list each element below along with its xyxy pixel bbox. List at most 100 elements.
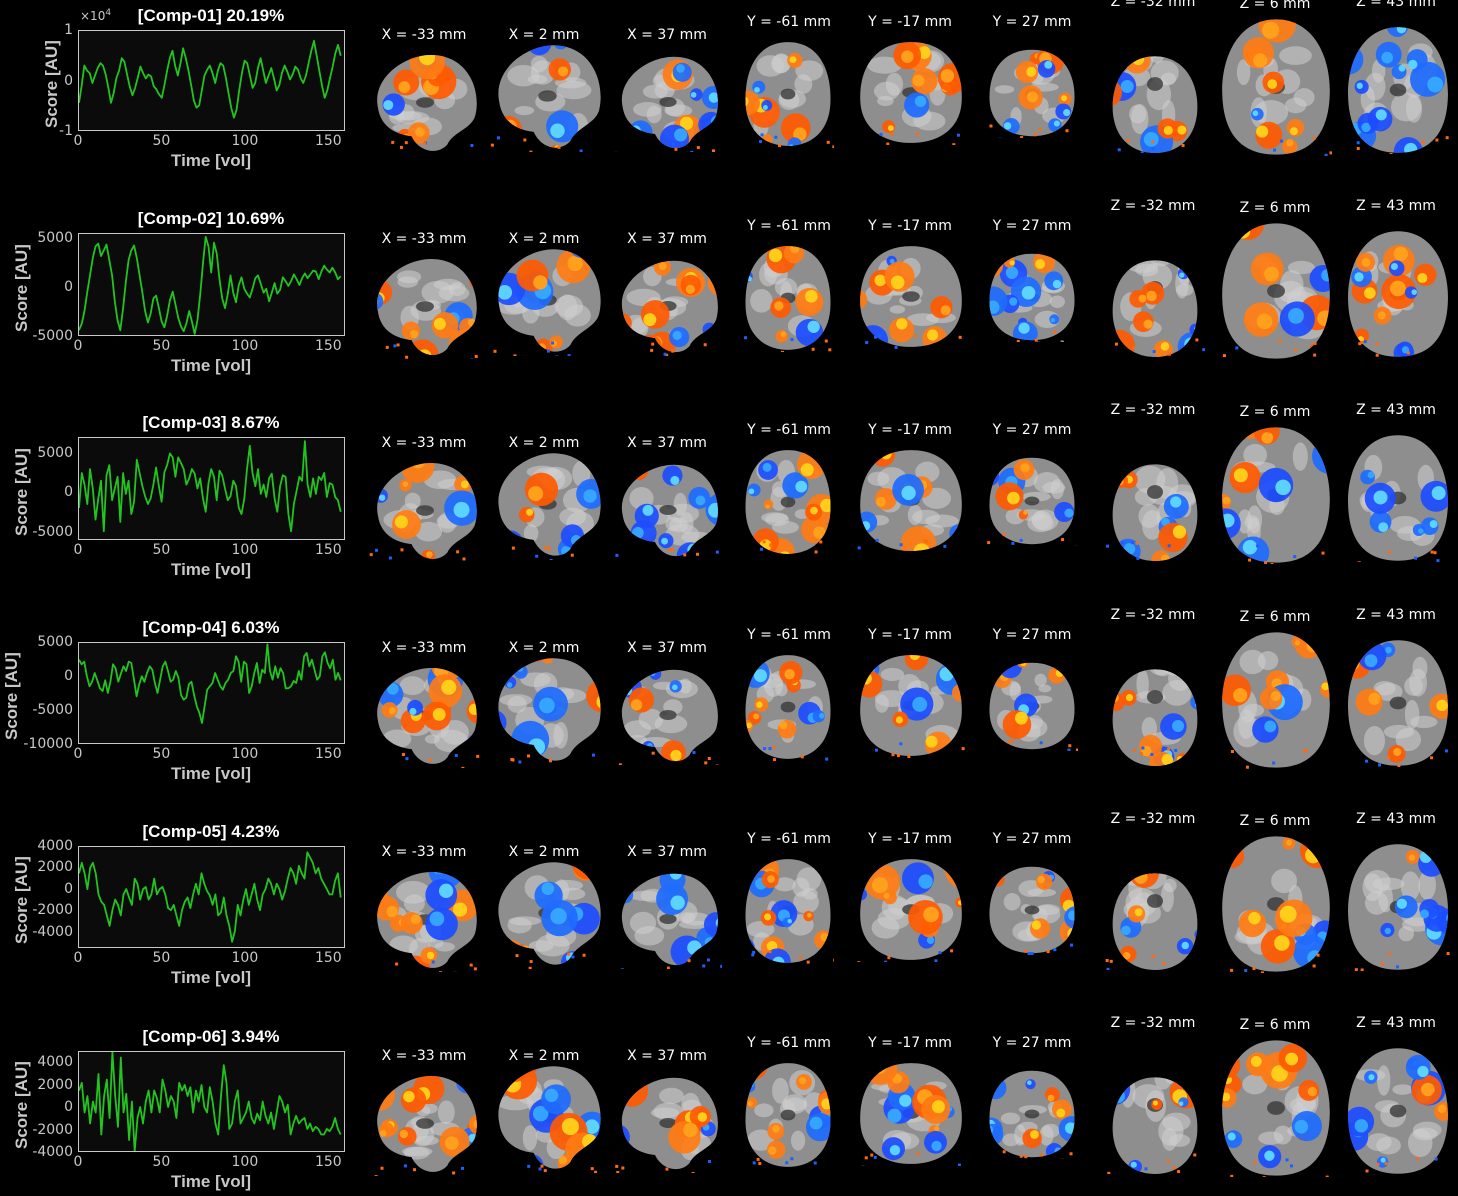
stray-voxel: [400, 548, 404, 552]
brain-slice: [1222, 19, 1335, 159]
stray-voxel: [1033, 133, 1037, 137]
negative-peak: [1064, 508, 1074, 518]
positive-activation: [585, 679, 601, 713]
brain-detail: [1222, 1043, 1322, 1169]
x-tick-label: 0: [73, 1154, 83, 1170]
stray-voxel: [1106, 544, 1110, 548]
brain-slice-panel: [986, 661, 1079, 755]
stray-voxel: [1139, 752, 1143, 756]
y-tick-label: 0: [64, 1099, 73, 1116]
negative-peak: [647, 743, 653, 749]
brain-slice-panel: [986, 252, 1078, 346]
negative-activation: [745, 1080, 756, 1093]
stray-voxel: [1324, 153, 1328, 157]
positive-peak: [1014, 711, 1028, 725]
stray-voxel: [763, 747, 767, 751]
negative-peak: [490, 723, 497, 734]
positive-peak: [402, 481, 409, 487]
stray-voxel: [461, 766, 465, 770]
positive-peak: [1222, 1059, 1231, 1071]
negative-peak: [1064, 1122, 1075, 1134]
stray-voxel: [720, 964, 724, 968]
stray-voxel: [1131, 345, 1135, 349]
positive-activation: [1253, 427, 1280, 445]
slice-coordinate-label: X = -33 mm: [381, 844, 467, 860]
positive-peak: [410, 914, 421, 925]
ventricle: [1389, 83, 1407, 97]
timeseries-plot: [78, 846, 345, 948]
white-matter: [763, 673, 784, 697]
positive-activation: [500, 939, 522, 961]
x-tick-label: 100: [231, 950, 259, 966]
slice-coordinate-label: Z = 43 mm: [1356, 198, 1436, 214]
brain-slice-panel: [1220, 426, 1332, 568]
negative-activation: [670, 935, 704, 966]
stray-voxel: [950, 949, 954, 953]
negative-activation: [1190, 953, 1198, 970]
y-axis-label: Score [AU]: [12, 856, 31, 944]
ventricle: [1267, 284, 1285, 298]
stray-voxel: [1273, 148, 1277, 152]
brain-slice: [1112, 56, 1198, 155]
positive-peak: [1312, 348, 1319, 354]
positive-peak: [996, 255, 1001, 260]
stray-voxel: [1421, 140, 1425, 144]
negative-peak: [1172, 720, 1185, 732]
ventricle: [537, 90, 557, 102]
component-title: [Comp-06] 3.94%: [142, 1027, 280, 1046]
stray-voxel: [615, 553, 619, 557]
negative-peak: [1411, 289, 1418, 295]
positive-peak: [1176, 755, 1184, 763]
brain-slice-panel: [742, 1061, 834, 1173]
stray-voxel: [1070, 943, 1074, 947]
negative-peak: [1378, 522, 1389, 533]
negative-peak: [387, 683, 399, 695]
stray-voxel: [1141, 746, 1145, 750]
white-matter: [1258, 1131, 1284, 1145]
positive-peak: [413, 971, 427, 972]
stray-voxel: [1151, 147, 1155, 151]
x-tick-label: 50: [152, 1154, 171, 1170]
brain-slice-panel: [986, 48, 1078, 142]
negative-peak: [632, 541, 640, 549]
stray-voxel: [1019, 1154, 1023, 1158]
negative-activation: [621, 886, 634, 904]
stray-voxel: [1060, 341, 1064, 345]
y-axis-label: Score [AU]: [12, 243, 31, 332]
stray-voxel: [1387, 549, 1391, 553]
x-tick-label: 0: [73, 338, 83, 354]
brain-detail: [867, 42, 962, 134]
y-tick-label: 2000: [37, 859, 73, 876]
stray-voxel: [1365, 1169, 1369, 1173]
white-matter: [399, 676, 426, 696]
negative-peak: [614, 1127, 617, 1139]
y-tick-label: -10000: [23, 736, 73, 752]
positive-peak: [765, 504, 770, 509]
white-matter: [994, 85, 1015, 94]
positive-peak: [1256, 125, 1269, 138]
slice-coordinate-label: X = 2 mm: [508, 435, 580, 451]
stray-voxel: [756, 1157, 760, 1161]
score-trace: [79, 39, 342, 119]
slice-coordinate-label: Z = 43 mm: [1356, 402, 1436, 418]
negative-peak: [826, 251, 831, 258]
ventricle: [416, 97, 434, 108]
positive-peak: [1146, 290, 1157, 302]
brain-detail: [621, 669, 699, 762]
negative-peak: [670, 895, 685, 910]
white-matter: [1412, 656, 1428, 680]
stray-voxel: [762, 540, 766, 544]
positive-activation: [1186, 542, 1198, 561]
stray-voxel: [1312, 136, 1316, 140]
positive-activation: [377, 871, 392, 887]
stray-voxel: [1293, 555, 1297, 559]
white-matter: [1392, 1084, 1414, 1095]
positive-peak: [545, 658, 551, 660]
brain-slice: [618, 669, 719, 768]
brain-slice: [1348, 435, 1448, 565]
negative-activation: [377, 276, 379, 289]
negative-peak: [989, 475, 994, 485]
positive-peak: [820, 932, 830, 942]
stray-voxel: [1109, 959, 1113, 963]
stray-voxel: [615, 1164, 619, 1168]
